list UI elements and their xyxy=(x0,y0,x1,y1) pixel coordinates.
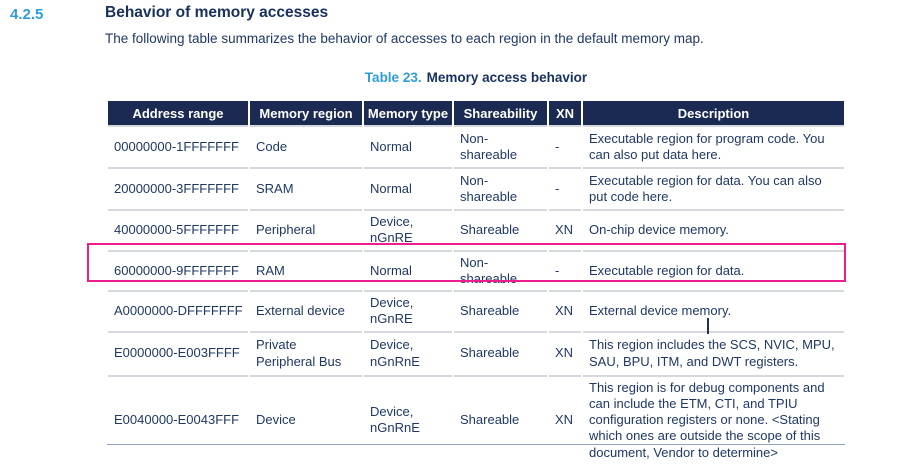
cell-memory-region: RAM xyxy=(250,249,362,291)
cell-shareability: Shareable xyxy=(454,330,547,375)
cell-memory-region: Code xyxy=(250,125,362,167)
cell-xn: XN xyxy=(549,209,581,250)
column-header-memory-region: Memory region xyxy=(250,101,362,125)
column-header-address-range: Address range xyxy=(108,101,248,125)
column-header-xn: XN xyxy=(549,101,581,125)
table-row: 00000000-1FFFFFFF Code Normal Non-sharea… xyxy=(108,125,844,167)
cell-xn: - xyxy=(549,167,581,209)
intro-paragraph: The following table summarizes the behav… xyxy=(105,31,704,46)
cell-memory-type: Normal xyxy=(364,249,452,291)
cell-description: Executable region for data. xyxy=(583,249,844,291)
cell-xn: XN xyxy=(549,290,581,331)
cell-description: This region is for debug components and … xyxy=(583,374,844,464)
cell-memory-type: Device, nGnRE xyxy=(364,290,452,331)
cell-address-range: 40000000-5FFFFFFF xyxy=(108,209,248,250)
cell-memory-region: Device xyxy=(250,374,362,464)
cell-memory-type: Normal xyxy=(364,125,452,167)
memory-access-table: Address range Memory region Memory type … xyxy=(106,101,846,464)
cell-memory-region: External device xyxy=(250,290,362,331)
table-row: 20000000-3FFFFFFF SRAM Normal Non-sharea… xyxy=(108,167,844,209)
table-row: E0040000-E0043FFF Device Device, nGnRnE … xyxy=(108,374,844,464)
column-header-memory-type: Memory type xyxy=(364,101,452,125)
cell-xn: - xyxy=(549,125,581,167)
cell-memory-type: Device, nGnRE xyxy=(364,209,452,250)
table-caption: Table 23. Memory access behavior xyxy=(106,70,846,85)
cell-memory-region: Private Peripheral Bus xyxy=(250,330,362,375)
cell-shareability: Non-shareable xyxy=(454,125,547,167)
column-header-shareability: Shareability xyxy=(454,101,547,125)
table-row: A0000000-DFFFFFFF External device Device… xyxy=(108,290,844,331)
cell-address-range: 60000000-9FFFFFFF xyxy=(108,249,248,291)
cell-shareability: Shareable xyxy=(454,374,547,464)
cell-memory-type: Normal xyxy=(364,167,452,209)
cell-description: External device memory. xyxy=(583,290,844,331)
cell-description: On-chip device memory. xyxy=(583,209,844,250)
cell-xn: XN xyxy=(549,330,581,375)
table-row: 40000000-5FFFFFFF Peripheral Device, nGn… xyxy=(108,209,844,250)
table-row: E0000000-E003FFFF Private Peripheral Bus… xyxy=(108,330,844,375)
column-header-description: Description xyxy=(583,101,844,125)
cell-shareability: Non-shareable xyxy=(454,249,547,291)
section-heading: Behavior of memory accesses xyxy=(105,4,329,21)
cell-description: Executable region for program code. You … xyxy=(583,125,844,167)
cell-description: This region includes the SCS, NVIC, MPU,… xyxy=(583,330,844,375)
cell-memory-region: SRAM xyxy=(250,167,362,209)
section-number: 4.2.5 xyxy=(10,6,44,23)
table-caption-title: Memory access behavior xyxy=(426,70,588,85)
cell-shareability: Non-shareable xyxy=(454,167,547,209)
cell-memory-region: Peripheral xyxy=(250,209,362,250)
cell-shareability: Shareable xyxy=(454,209,547,250)
cell-xn: - xyxy=(549,249,581,291)
table-bottom-border xyxy=(107,444,845,445)
table-header-row: Address range Memory region Memory type … xyxy=(108,101,844,125)
table-row-highlighted: 60000000-9FFFFFFF RAM Normal Non-shareab… xyxy=(108,249,844,291)
cell-xn: XN xyxy=(549,374,581,464)
cell-memory-type: Device, nGnRnE xyxy=(364,374,452,464)
cell-memory-type: Device, nGnRnE xyxy=(364,330,452,375)
cell-address-range: E0040000-E0043FFF xyxy=(108,374,248,464)
cell-description: Executable region for data. You can also… xyxy=(583,167,844,209)
cell-address-range: E0000000-E003FFFF xyxy=(108,330,248,375)
table-caption-label: Table 23. xyxy=(364,70,422,85)
cell-address-range: 00000000-1FFFFFFF xyxy=(108,125,248,167)
cell-address-range: A0000000-DFFFFFFF xyxy=(108,290,248,331)
cell-shareability: Shareable xyxy=(454,290,547,331)
cell-address-range: 20000000-3FFFFFFF xyxy=(108,167,248,209)
text-cursor xyxy=(707,318,709,334)
